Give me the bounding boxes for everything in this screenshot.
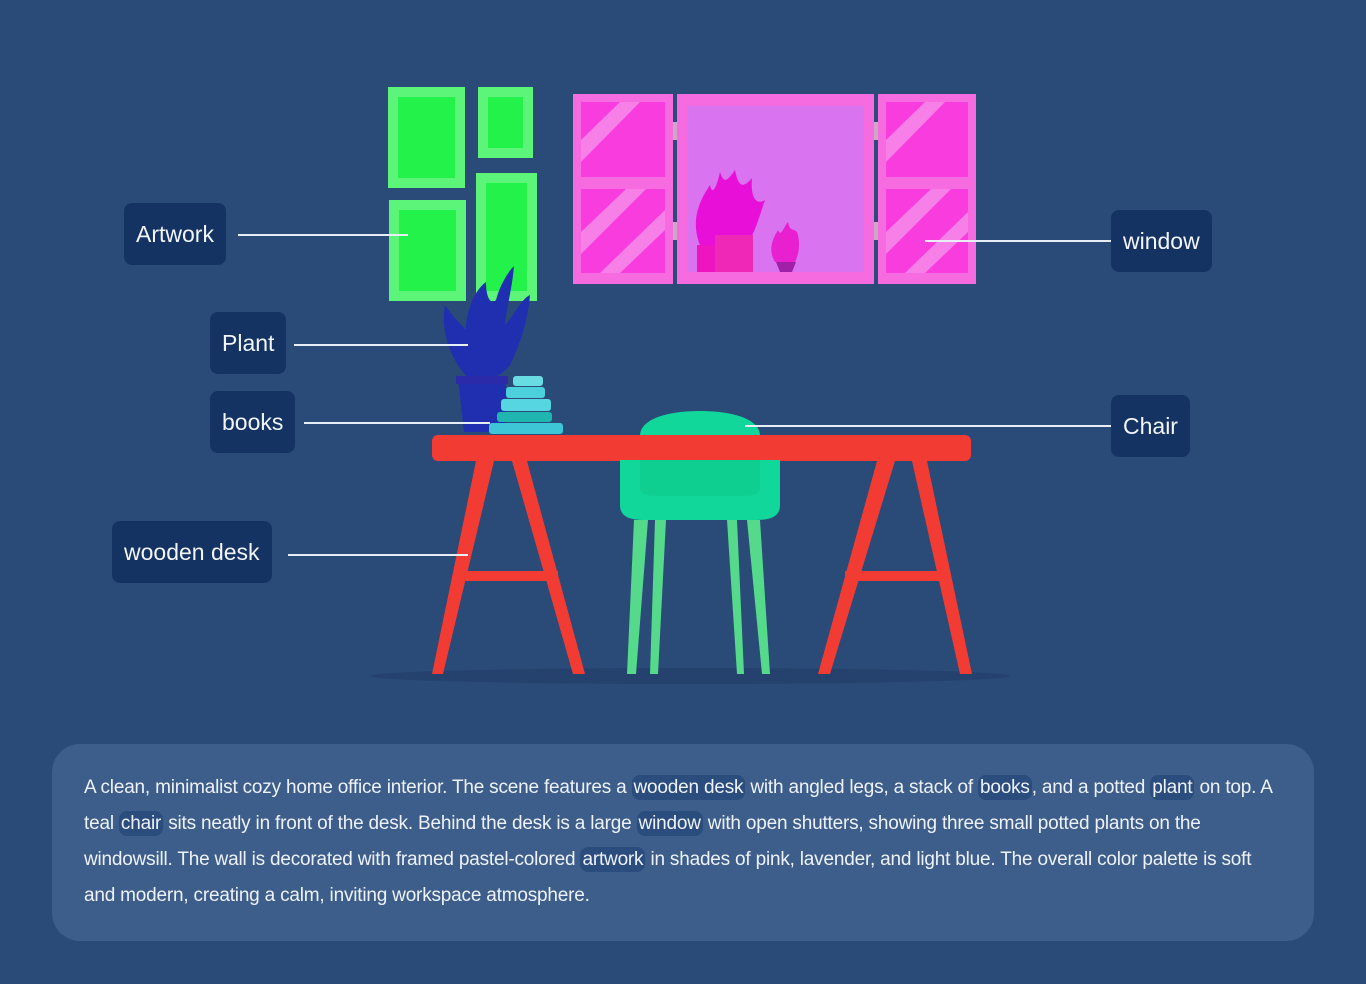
caption-highlight-chair: chair — [118, 811, 164, 836]
caption-segment: A clean, minimalist cozy home office int… — [84, 777, 632, 798]
caption-highlight-artwork: artwork — [580, 847, 646, 872]
caption-highlight-window: window — [636, 811, 703, 836]
leader-line-plant — [294, 344, 468, 346]
potted-plant — [443, 266, 530, 432]
floor-shadow — [370, 668, 1010, 684]
leader-line-window — [925, 240, 1111, 242]
caption-segment: with open shutters, showing three small … — [84, 813, 1201, 870]
label-plant: Plant — [210, 312, 287, 374]
leader-line-artwork — [238, 234, 408, 236]
books-stack — [489, 376, 563, 434]
caption-segment: , and a potted — [1031, 777, 1151, 798]
label-chair: Chair — [1111, 395, 1190, 457]
desk-legs — [432, 461, 972, 674]
leader-line-wooden-desk — [288, 554, 468, 556]
artwork-frames — [388, 87, 537, 301]
caption-box: A clean, minimalist cozy home office int… — [52, 744, 1314, 941]
leader-line-books — [304, 422, 490, 424]
label-wooden-desk: wooden desk — [112, 521, 272, 583]
caption-text: A clean, minimalist cozy home office int… — [84, 770, 1282, 914]
label-books: books — [210, 391, 296, 453]
office-scene: Artwork Plant books wooden desk window C… — [112, 87, 1212, 684]
caption-highlight-books: books — [978, 775, 1032, 800]
label-artwork: Artwork — [124, 203, 226, 265]
leader-line-chair — [745, 425, 1111, 427]
caption-segment: sits neatly in front of the desk. Behind… — [163, 813, 637, 834]
caption-segment: with angled legs, a stack of — [745, 777, 979, 798]
caption-segment: on top. A teal — [84, 777, 1272, 834]
window — [573, 94, 976, 284]
desk-top — [432, 435, 971, 461]
caption-segment: in shades of pink, lavender, and light b… — [84, 849, 1252, 906]
label-window: window — [1111, 210, 1212, 272]
caption-highlight-plant: plant — [1150, 775, 1195, 800]
caption-highlight-wooden-desk: wooden desk — [631, 775, 746, 800]
chair — [620, 460, 780, 674]
office-illustration — [370, 87, 1010, 684]
